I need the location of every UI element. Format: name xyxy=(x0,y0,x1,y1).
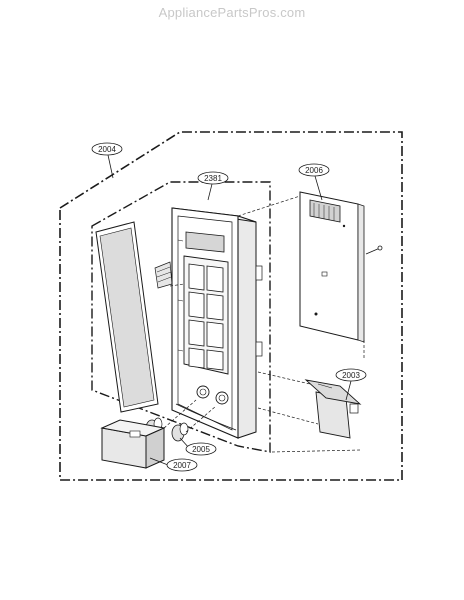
front-panel-sheet xyxy=(95,221,173,413)
display-window xyxy=(185,231,225,253)
button-block-2007 xyxy=(100,419,166,469)
door-switch-2003 xyxy=(304,379,362,439)
knob-hole-right xyxy=(215,391,229,405)
keypad-grid xyxy=(188,263,224,371)
control-panel-housing xyxy=(171,207,263,439)
callout-2003: 2003 xyxy=(335,368,367,382)
callout-2005: 2005 xyxy=(185,442,217,456)
callout-2381: 2381 xyxy=(197,171,229,185)
assembly-outline-2381 xyxy=(91,181,271,453)
callout-label-2007: 2007 xyxy=(173,461,191,470)
assembly-outline-2004 xyxy=(59,131,403,481)
watermark-text: AppliancePartsPros.com xyxy=(158,5,306,20)
callout-label-2003: 2003 xyxy=(342,371,360,380)
callout-label-2004: 2004 xyxy=(98,145,116,154)
callout-label-2005: 2005 xyxy=(192,445,210,454)
knob-hole-left xyxy=(196,385,210,399)
control-board-2006 xyxy=(299,191,383,343)
callout-label-2006: 2006 xyxy=(305,166,323,175)
callout-2006: 2006 xyxy=(298,163,330,177)
callout-2007: 2007 xyxy=(166,458,198,472)
callout-label-2381: 2381 xyxy=(204,174,222,183)
board-connector xyxy=(309,199,341,223)
callout-2004: 2004 xyxy=(91,142,123,156)
alignment-lines xyxy=(163,195,365,453)
